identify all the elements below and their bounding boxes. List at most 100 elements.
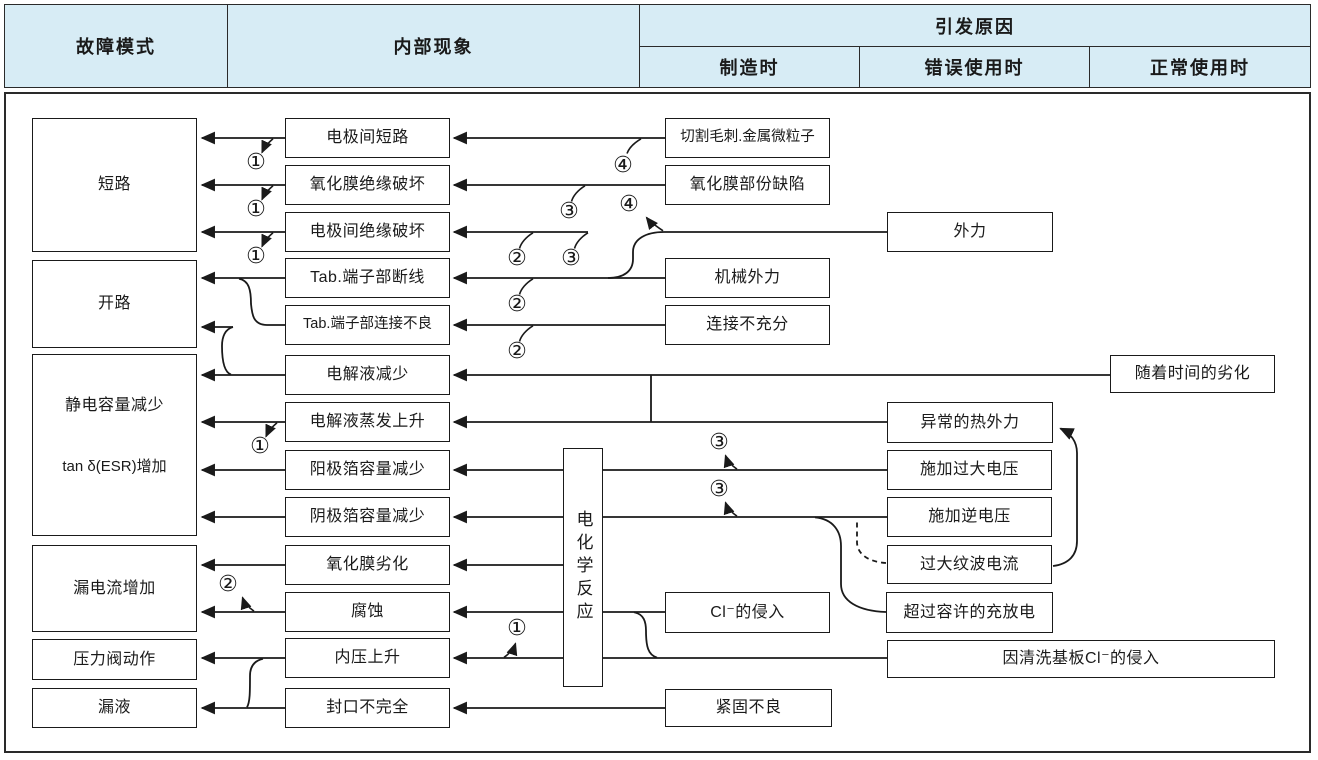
box-esr-increase-label: tan δ(ESR)增加	[62, 458, 167, 475]
box-poor-fastening-label: 紧固不良	[715, 699, 782, 717]
connector-3-marker: ③	[559, 199, 579, 224]
box-ripple-current: 过大纹波电流	[887, 545, 1052, 584]
hook-c2-up-corrosion	[240, 596, 255, 612]
hook-c3-up-anode	[723, 454, 738, 470]
s-curve-valve-to-leak	[246, 657, 264, 708]
box-abnormal-heat: 异常的热外力	[887, 402, 1053, 443]
feeds-from-causes	[452, 131, 1110, 715]
box-leakage-current: 漏电流增加	[32, 545, 197, 632]
hook-c4-up-external-force	[645, 216, 664, 232]
box-oxide-breakdown-label: 氧化膜绝缘破坏	[309, 176, 426, 194]
header-cause-normal-use: 正常使用时	[1089, 46, 1311, 88]
hook-c2-drop-tab-connection	[518, 325, 534, 342]
box-liquid-leak-label: 漏液	[97, 699, 131, 717]
box-corrosion-label: 腐蚀	[350, 603, 384, 621]
box-pressure-rise-label: 内压上升	[334, 649, 401, 667]
box-aging: 随着时间的劣化	[1110, 355, 1275, 393]
box-electrolyte-evap-label: 电解液蒸发上升	[309, 413, 426, 431]
connector-4-marker: ④	[619, 192, 639, 217]
box-reverse-voltage-label: 施加逆电压	[928, 508, 1011, 526]
hook-c1-up-pressure	[503, 642, 518, 659]
box-cutting-burr-label: 切割毛刺.金属微粒子	[680, 129, 815, 146]
curve-open-circuit-branch	[221, 326, 234, 376]
hook-c2-drop-insulation	[518, 232, 534, 249]
header-cause-manufacturing: 制造时	[639, 46, 860, 88]
connector-1-marker: ①	[507, 616, 527, 641]
merge-tab-connection	[238, 277, 285, 326]
connector-2-marker: ②	[507, 246, 527, 271]
box-external-force: 外力	[887, 212, 1053, 252]
box-overvoltage: 施加过大电压	[887, 450, 1052, 490]
header-fault-mode: 故障模式	[4, 4, 228, 88]
box-tab-connection: Tab.端子部连接不良	[285, 305, 450, 345]
header-cause-misuse: 错误使用时	[859, 46, 1090, 88]
box-pressure-valve: 压力阀动作	[32, 639, 197, 680]
hook-c1-drop-row1	[261, 138, 274, 154]
connector-hooks	[240, 138, 738, 659]
box-charge-discharge: 超过容许的充放电	[886, 592, 1053, 633]
header-fault-mode-label: 故障模式	[76, 37, 156, 57]
hook-c3-up-cathode	[723, 501, 738, 517]
box-oxide-degradation-label: 氧化膜劣化	[326, 556, 409, 574]
box-abnormal-heat-label: 异常的热外力	[920, 413, 1020, 431]
header-cause-misuse-label: 错误使用时	[924, 58, 1025, 78]
box-oxide-defect: 氧化膜部份缺陷	[665, 165, 830, 205]
header-cause-label: 引发原因	[935, 16, 1015, 37]
box-leakage-current-label: 漏电流增加	[73, 579, 156, 597]
connector-4-marker: ④	[613, 153, 633, 178]
arrows-to-fault-modes	[200, 131, 285, 715]
box-open-circuit: 开路	[32, 260, 197, 348]
hook-c2-drop-tab-break	[518, 278, 534, 295]
box-cl-board-cleaning: 因清洗基板Cl⁻的侵入	[887, 640, 1275, 678]
box-seal-incomplete: 封口不完全	[285, 688, 450, 728]
header-internal-phenomenon-label: 内部现象	[393, 37, 474, 57]
connector-3-marker: ③	[561, 246, 581, 271]
box-electrode-short: 电极间短路	[285, 118, 450, 158]
box-electrochemical-reaction-label: 电化学反应	[573, 510, 593, 625]
box-oxide-breakdown: 氧化膜绝缘破坏	[285, 165, 450, 205]
connector-2-marker: ②	[218, 572, 238, 597]
box-short-circuit-label: 短路	[97, 176, 131, 194]
connector-3-marker: ③	[709, 430, 729, 455]
bend-external-force	[607, 231, 887, 279]
header-cause-manufacturing-label: 制造时	[719, 58, 780, 78]
box-cathode-foil-label: 阴极箔容量减少	[309, 508, 426, 526]
box-pressure-rise: 内压上升	[285, 638, 450, 678]
hook-c1-drop-row2	[261, 185, 274, 201]
box-external-force-label: 外力	[953, 223, 987, 241]
connector-1-marker: ①	[246, 244, 266, 269]
box-reverse-voltage: 施加逆电压	[887, 497, 1052, 537]
box-tab-break: Tab.端子部断线	[285, 258, 450, 298]
connector-1-marker: ①	[246, 197, 266, 222]
box-cl-board-cleaning-label: 因清洗基板Cl⁻的侵入	[1002, 650, 1160, 668]
box-corrosion: 腐蚀	[285, 592, 450, 632]
box-capacitance-decrease-label: 静电容量减少	[64, 397, 164, 414]
connector-1-marker: ①	[246, 150, 266, 175]
hook-c4-drop-burr	[626, 138, 642, 154]
box-anode-foil: 阳极箔容量减少	[285, 450, 450, 490]
box-capacitance-decrease: 静电容量减少 tan δ(ESR)增加	[32, 354, 197, 536]
box-cathode-foil: 阴极箔容量减少	[285, 497, 450, 537]
box-anode-foil-label: 阳极箔容量减少	[309, 461, 426, 479]
box-pressure-valve-label: 压力阀动作	[73, 650, 156, 668]
box-electrolyte-decrease: 电解液减少	[285, 355, 450, 395]
box-electrolyte-evap: 电解液蒸发上升	[285, 402, 450, 442]
curve-charge-discharge	[814, 516, 887, 613]
box-poor-fastening: 紧固不良	[665, 689, 832, 727]
box-tab-break-label: Tab.端子部断线	[310, 269, 425, 287]
hook-c3-drop-insulation	[573, 232, 589, 249]
box-insufficient-connection: 连接不充分	[665, 305, 830, 345]
box-short-circuit: 短路	[32, 118, 197, 252]
box-liquid-leak: 漏液	[32, 688, 197, 728]
box-tab-connection-label: Tab.端子部连接不良	[303, 316, 432, 333]
box-electrochemical-reaction: 电化学反应	[563, 448, 603, 687]
connector-2-marker: ②	[507, 339, 527, 364]
box-seal-incomplete-label: 封口不完全	[326, 699, 409, 717]
connector-1-marker: ①	[250, 434, 270, 459]
box-charge-discharge-label: 超过容许的充放电	[903, 603, 1036, 621]
hook-c1-drop-evap	[265, 422, 278, 438]
box-insufficient-connection-label: 连接不充分	[706, 316, 789, 334]
header-cause-normal-use-label: 正常使用时	[1150, 58, 1250, 78]
s-curve-cl-to-corrosion	[633, 611, 658, 659]
